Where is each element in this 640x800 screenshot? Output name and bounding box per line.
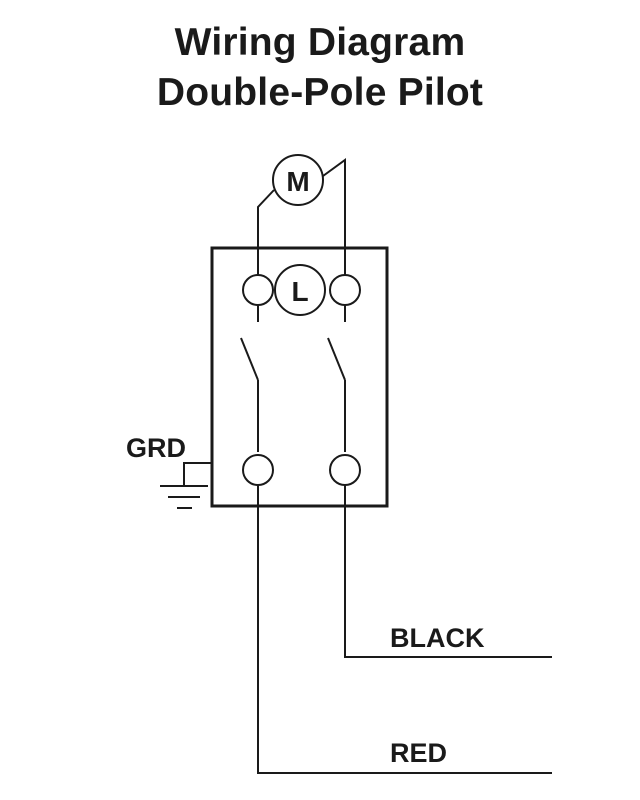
title-line-1: Wiring Diagram bbox=[174, 21, 466, 64]
pilot-lamp-symbol bbox=[274, 264, 326, 316]
red-wire-label: RED bbox=[390, 738, 447, 768]
top-terminal-right bbox=[329, 274, 361, 306]
red-wire bbox=[257, 485, 552, 774]
black-wire bbox=[344, 485, 552, 658]
bottom-terminal-right bbox=[329, 454, 361, 486]
motor-symbol bbox=[272, 154, 324, 206]
right-pole-blade bbox=[327, 337, 346, 381]
bottom-terminal-left bbox=[242, 454, 274, 486]
top-terminal-left bbox=[242, 274, 274, 306]
diagram-title: Wiring Diagram Double-Pole Pilot bbox=[0, 18, 640, 118]
left-pole-blade bbox=[240, 337, 259, 381]
ground-lead bbox=[183, 462, 212, 485]
pilot-lamp-label: L bbox=[291, 276, 308, 307]
switch-housing bbox=[210, 246, 389, 508]
black-wire-label: BLACK bbox=[390, 623, 485, 653]
ground-label: GRD bbox=[126, 433, 186, 463]
motor-lead-right bbox=[322, 158, 346, 275]
title-line-2: Double-Pole Pilot bbox=[156, 71, 484, 114]
motor-label: M bbox=[286, 166, 309, 197]
motor-lead-left bbox=[257, 189, 275, 275]
